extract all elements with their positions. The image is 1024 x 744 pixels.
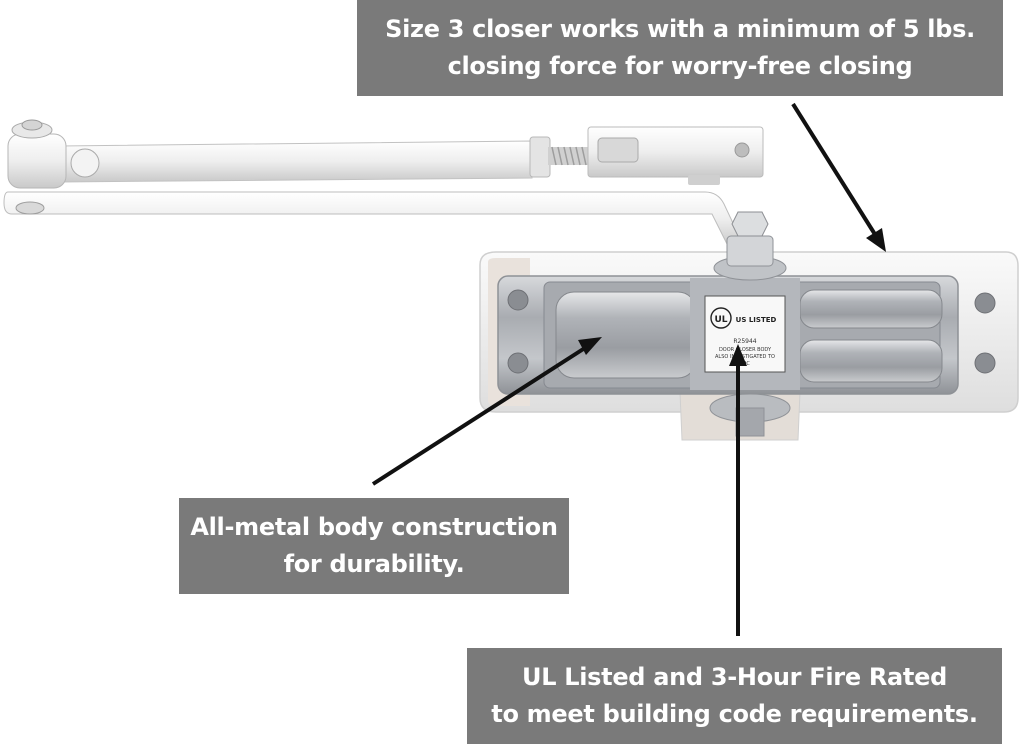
- callout-left-line-2: for durability.: [283, 550, 465, 578]
- ul-label: UL US LISTED R25944 DOOR CLOSER BODY ALS…: [704, 295, 786, 373]
- callout-closing-force: Size 3 closer works with a minimum of 5 …: [357, 0, 1003, 96]
- callout-bottom-line-2: to meet building code requirements.: [491, 700, 978, 728]
- callout-top-line-2: closing force for worry-free closing: [447, 52, 913, 80]
- callout-ul-listed: UL Listed and 3-Hour Fire Rated to meet …: [467, 648, 1002, 744]
- callout-all-metal-body: All-metal body construction for durabili…: [179, 498, 569, 594]
- ul-line-3: ALSO INVESTIGATED TO: [715, 354, 775, 360]
- arm-pivot: [7, 119, 100, 215]
- ul-line-1: R25944: [733, 338, 756, 345]
- closer-body: UL US LISTED R25944 DOOR CLOSER BODY ALS…: [479, 211, 1019, 441]
- arm-bracket: [587, 126, 764, 185]
- arrow-top: [791, 102, 886, 252]
- arrow-bottom: [729, 344, 747, 636]
- callout-top-line-1: Size 3 closer works with a minimum of 5 …: [385, 15, 975, 43]
- ul-mark: UL: [714, 315, 727, 325]
- arrow-left: [371, 337, 602, 486]
- callout-left-line-1: All-metal body construction: [190, 513, 558, 541]
- ul-line-2: DOOR CLOSER BODY: [719, 347, 772, 353]
- threaded-rod: [548, 146, 588, 166]
- closer-arm: [3, 119, 764, 247]
- ul-listed-text: US LISTED: [736, 316, 777, 324]
- callout-bottom-line-1: UL Listed and 3-Hour Fire Rated: [522, 663, 947, 691]
- pointer-arrows: [371, 102, 886, 636]
